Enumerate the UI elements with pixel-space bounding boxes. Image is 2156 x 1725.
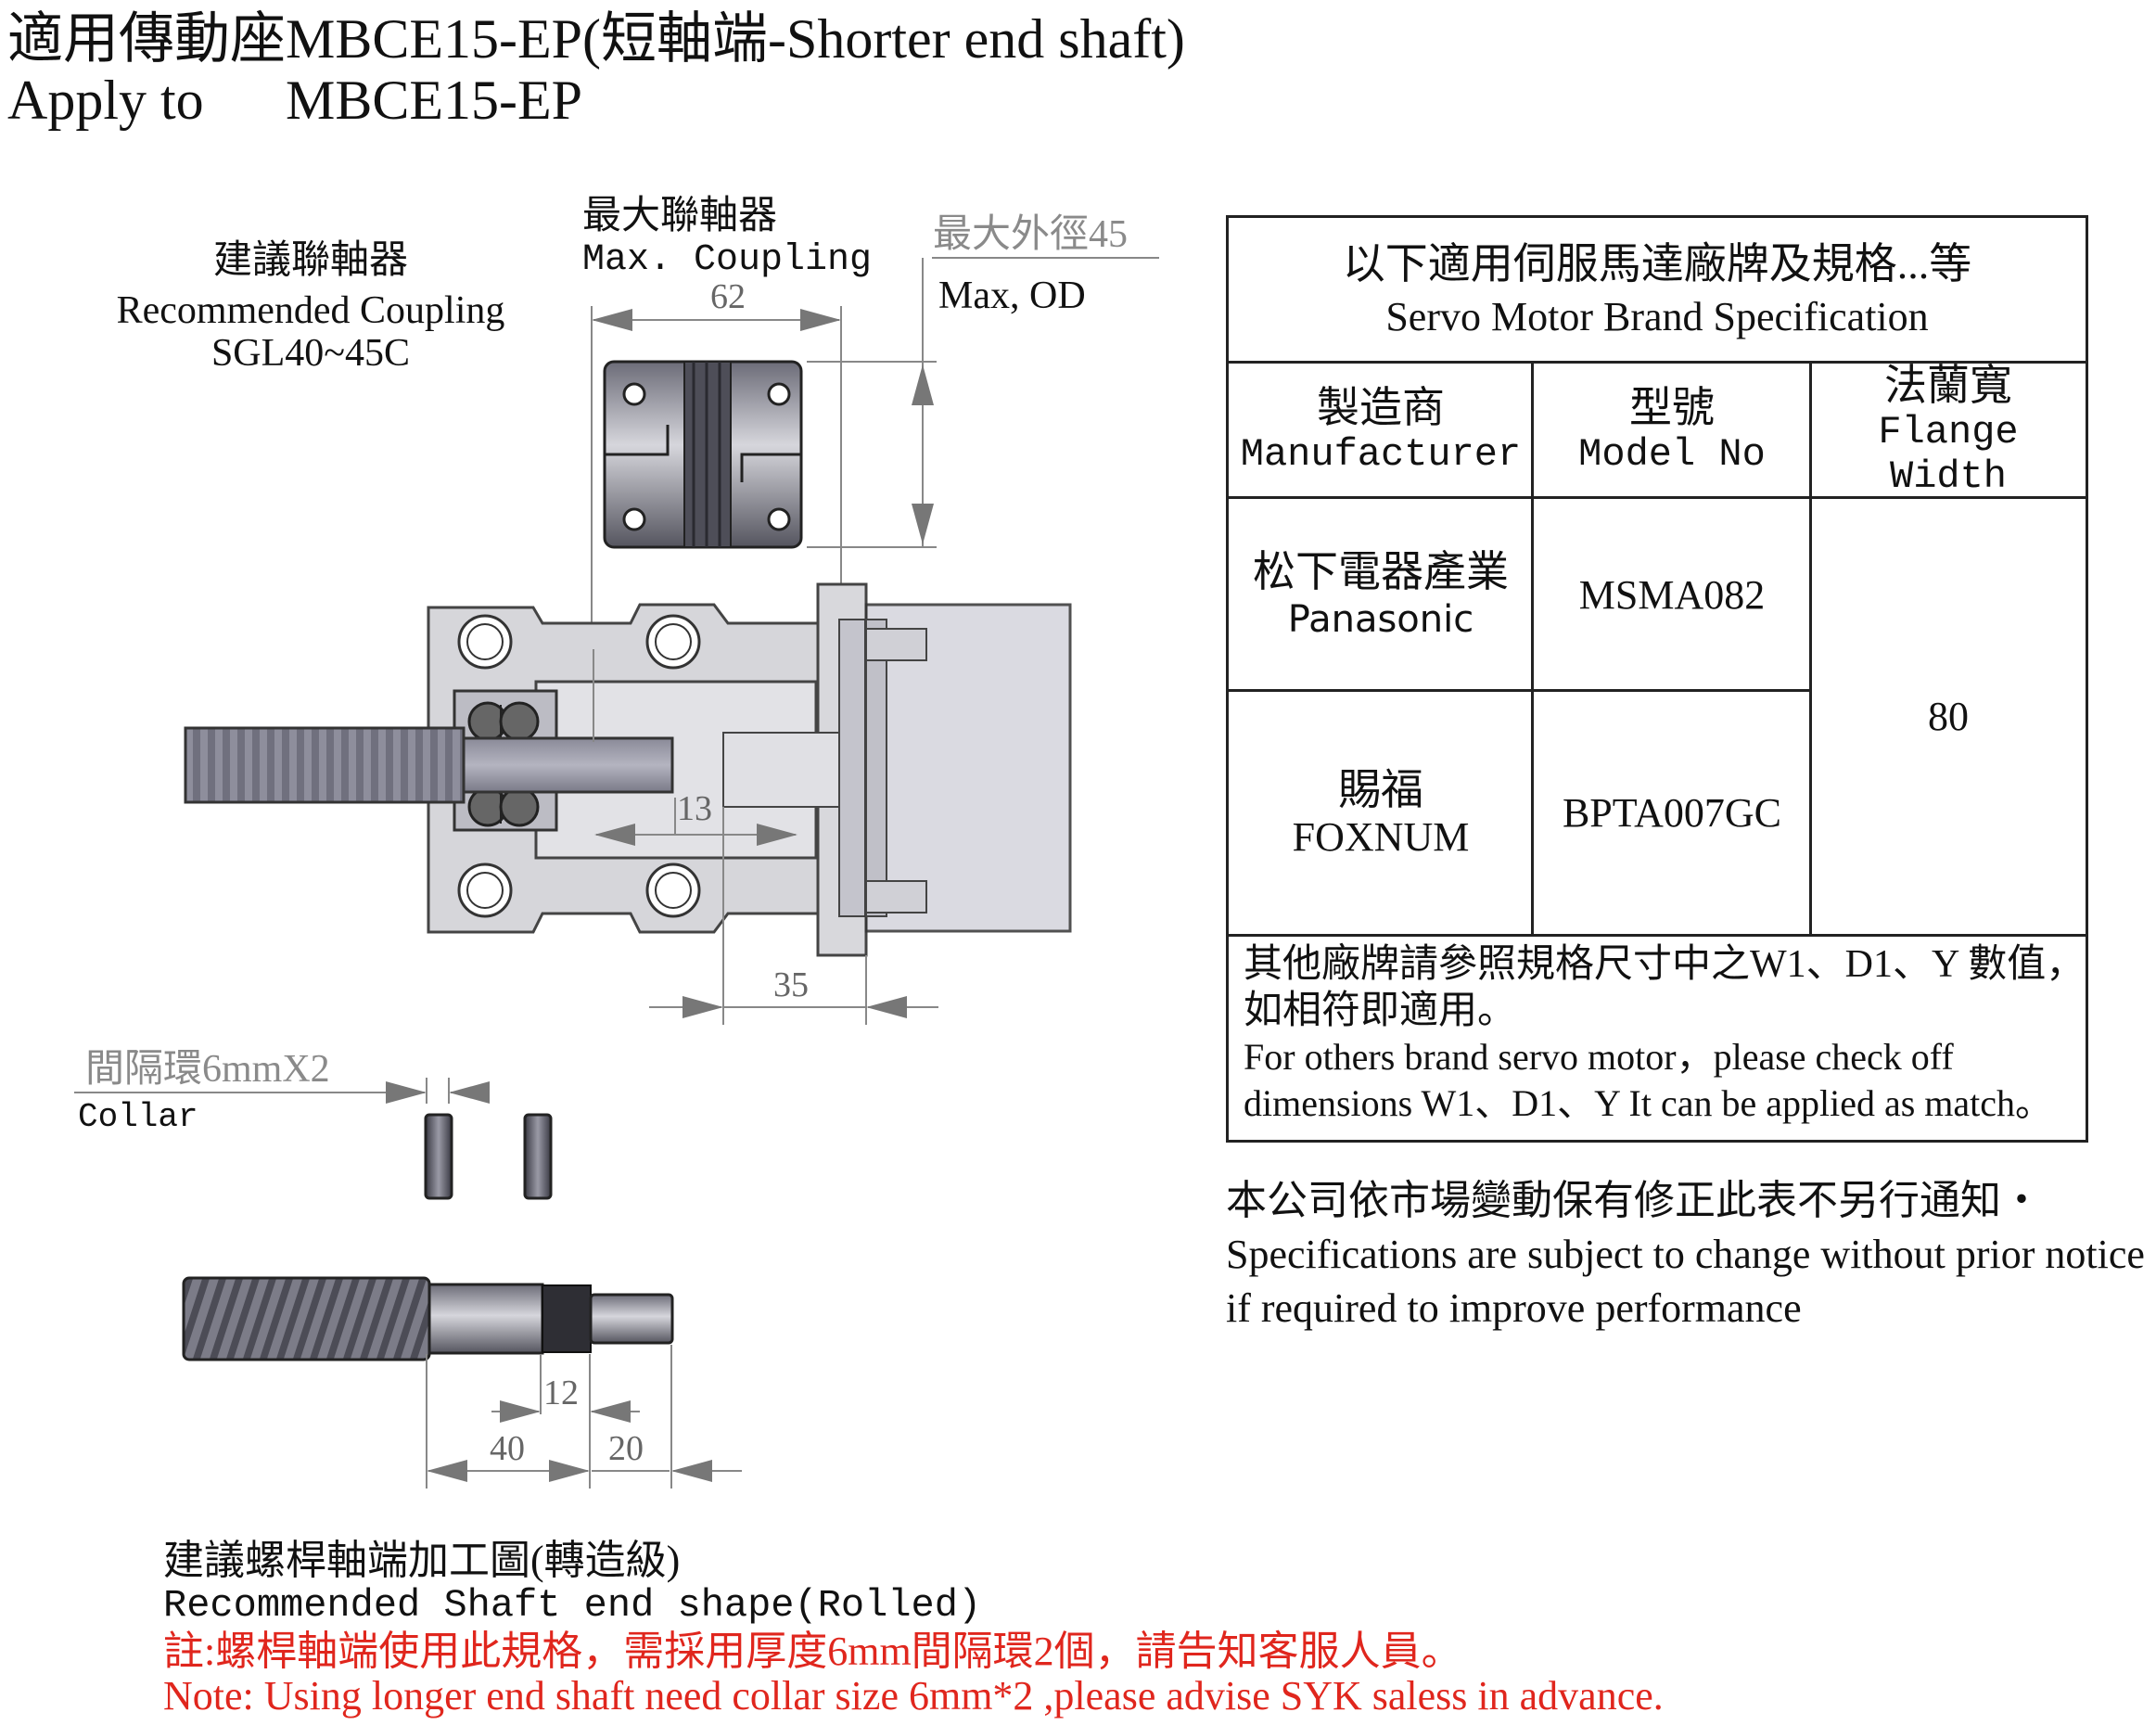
max-od-zh: 最大外徑45 xyxy=(933,213,1129,256)
col-header-zh: 型號 xyxy=(1629,384,1715,431)
shaft-note-zh: 註:螺桿軸端使用此規格，需採用厚度6mm間隔環2個，請告知客服人員。 xyxy=(163,1629,1462,1674)
table-header: 以下適用伺服馬達廠牌及規格...等 Servo Motor Brand Spec… xyxy=(1229,218,2086,363)
col-header-en: Flange Width xyxy=(1878,410,2019,499)
notice-en-2: if required to improve performance xyxy=(1226,1285,1802,1331)
dimension-13-label: 13 xyxy=(677,789,712,828)
dimension-20-label: 20 xyxy=(608,1429,644,1468)
table-note-zh-2: 如相符即適用。 xyxy=(1244,990,1517,1032)
notice-en-1: Specifications are subject to change wit… xyxy=(1226,1232,2145,1277)
table-note-zh-1: 其他廠牌請參照規格尺寸中之W1、D1、Y 數值， xyxy=(1244,943,2086,986)
table-note-en-1: For others brand servo motor，please chec… xyxy=(1244,1036,1954,1078)
dimension-13 xyxy=(594,798,797,846)
model-cell: MSMA082 xyxy=(1578,571,1766,618)
collar-leader xyxy=(74,1078,490,1104)
col-header-zh: 製造商 xyxy=(1317,384,1445,431)
shaft-dimensions xyxy=(426,1345,742,1489)
col-header-en: Model No xyxy=(1578,432,1766,477)
maker-en: FOXNUM xyxy=(1292,814,1470,860)
notice-zh: 本公司依市場變動保有修正此表不另行通知‧ xyxy=(1226,1178,2042,1223)
table-note-en-2: dimensions W1、D1、Y It can be applied as … xyxy=(1244,1082,2053,1124)
col-header-en: Manufacturer xyxy=(1240,432,1522,477)
coupling-drawing xyxy=(603,360,803,549)
table-row: 松下電器產業 Panasonic xyxy=(1229,499,1533,691)
apply-to-model: MBCE15-EP xyxy=(286,70,583,131)
dimension-35-label: 35 xyxy=(773,965,809,1004)
table-row: 賜福 FOXNUM xyxy=(1229,692,1533,935)
dimension-12-label: 12 xyxy=(543,1374,579,1412)
max-coupling-zh: 最大聯軸器 xyxy=(582,195,778,237)
shaft-title-zh: 建議螺桿軸端加工圖(轉造級) xyxy=(163,1538,681,1583)
recommended-coupling-zh: 建議聯軸器 xyxy=(212,239,408,282)
ball-screw-drawing xyxy=(184,649,674,804)
collar-zh: 間隔環6mmX2 xyxy=(85,1048,330,1091)
collar-parts xyxy=(424,1113,553,1200)
servo-spec-table: 以下適用伺服馬達廠牌及規格...等 Servo Motor Brand Spec… xyxy=(1226,215,2088,1143)
model-cell: BPTA007GC xyxy=(1562,790,1782,836)
col-header-flange: 法蘭寬 Flange Width xyxy=(1811,362,2086,499)
col-header-model: 型號 Model No xyxy=(1533,364,1811,497)
apply-to-label: Apply to xyxy=(7,70,204,131)
recommended-coupling-model: SGL40~45C xyxy=(210,332,411,375)
max-coupling-en: Max. Coupling xyxy=(582,239,873,281)
dimension-35 xyxy=(649,807,938,1025)
collar-en: Collar xyxy=(78,1098,198,1136)
maker-en: Panasonic xyxy=(1287,597,1474,641)
page-title: 適用傳動座MBCE15-EP(短軸端-Shorter end shaft) xyxy=(7,8,1185,70)
table-header-en: Servo Motor Brand Specification xyxy=(1385,294,1929,339)
maker-zh: 賜福 xyxy=(1338,766,1423,813)
table-header-zh: 以下適用伺服馬達廠牌及規格...等 xyxy=(1342,240,1972,288)
dimension-od xyxy=(807,257,1159,548)
recommended-coupling-en: Recommended Coupling xyxy=(116,289,505,332)
dimension-40-label: 40 xyxy=(490,1429,525,1468)
col-header-manufacturer: 製造商 Manufacturer xyxy=(1229,364,1533,497)
flange-width-cell: 80 xyxy=(1928,694,1969,739)
shaft-note-en: Note: Using longer end shaft need collar… xyxy=(163,1673,1664,1719)
max-od-en: Max, OD xyxy=(938,275,1086,317)
motor-flange-drawing xyxy=(722,582,1072,957)
shaft-end-drawing xyxy=(182,1276,674,1361)
col-header-zh: 法蘭寬 xyxy=(1884,362,2012,409)
dimension-62-label: 62 xyxy=(710,277,746,316)
shaft-title-en: Recommended Shaft end shape(Rolled) xyxy=(163,1583,982,1628)
maker-zh: 松下電器產業 xyxy=(1253,547,1509,595)
